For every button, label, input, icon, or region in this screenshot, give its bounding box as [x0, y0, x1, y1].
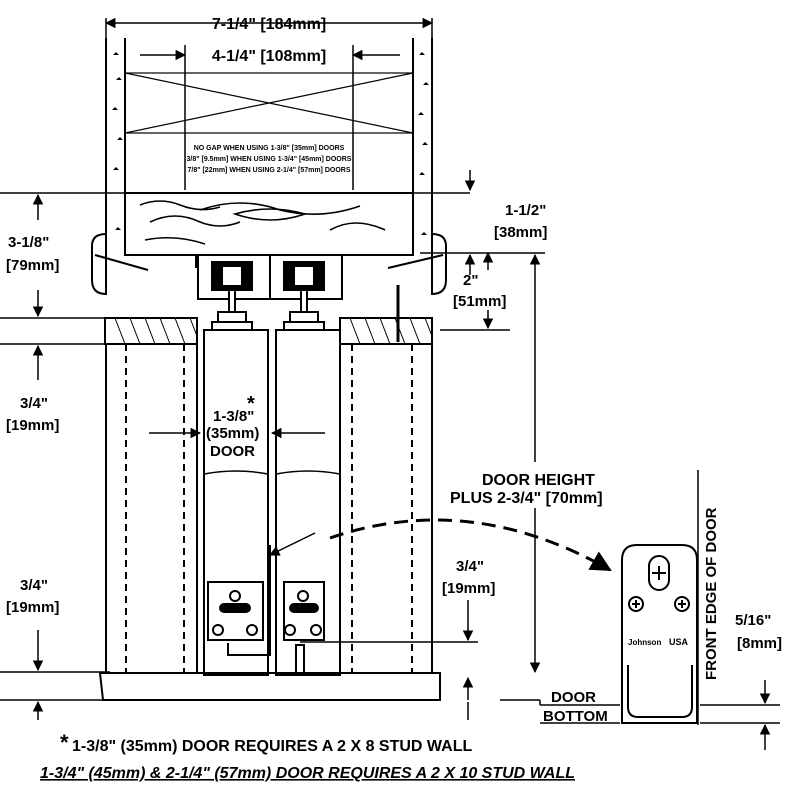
leader-arc: [329, 518, 612, 572]
door-bottom-label-2: BOTTOM: [543, 708, 608, 725]
guide-height-label-a: 3/4": [456, 558, 484, 575]
door-height-label-a: DOOR HEIGHT: [482, 472, 595, 489]
header-height-label-a: 3-1/8": [8, 234, 49, 251]
footnote-line-1: 1-3/8" (35mm) DOOR REQUIRES A 2 X 8 STUD…: [72, 738, 472, 755]
side-trim-right: [387, 232, 447, 296]
guide-height-label-b: [19mm]: [442, 580, 495, 597]
gap-note-1: NO GAP WHEN USING 1-3/8" [35mm] DOORS: [194, 145, 345, 152]
jamb-bottom-label-a: 3/4": [20, 577, 48, 594]
drywall-speckle: [112, 52, 429, 235]
inner-width-label: 4-1/4" [108mm]: [212, 48, 326, 65]
floor-guides: [207, 545, 325, 674]
gap-note-3: 7/8" [22mm] WHEN USING 2-1/4" [57mm] DOO…: [187, 167, 350, 174]
front-edge-label: FRONT EDGE OF DOOR: [703, 507, 720, 680]
doors: [203, 329, 341, 676]
track: [195, 254, 343, 300]
header-lumber: [124, 192, 414, 256]
guide-detail: [621, 544, 698, 724]
outer-width-label: 7-1/4" [184mm]: [212, 16, 326, 33]
side-trim-left: [91, 232, 149, 296]
guide-brand-name: Johnson: [628, 638, 661, 647]
labels: 7-1/4" [184mm] 4-1/4" [108mm] NO GAP WHE…: [6, 16, 782, 782]
door-thickness-asterisk: *: [247, 393, 255, 415]
header-gap-label-b: [38mm]: [494, 224, 547, 241]
header-gap-label-a: 1-1/2": [505, 202, 546, 219]
guide-offset-label-b: [8mm]: [737, 635, 782, 652]
guide-brand-country: USA: [669, 637, 689, 647]
door-thickness-label-2: (35mm): [206, 425, 259, 442]
door-thickness-label-3: DOOR: [210, 443, 255, 460]
header-box: [124, 72, 414, 134]
header-height-label-b: [79mm]: [6, 257, 59, 274]
jamb-top-label-b: [19mm]: [6, 417, 59, 434]
jamb-bottom-label-b: [19mm]: [6, 599, 59, 616]
door-bottom-label-1: DOOR: [551, 689, 596, 706]
gap-note-2: 3/8" [9.5mm] WHEN USING 1-3/4" [45mm] DO…: [187, 156, 352, 163]
floor-slab: [98, 672, 441, 701]
door-height-label-b: PLUS 2-3/4" [70mm]: [450, 490, 603, 507]
footnote-line-2: 1-3/4" (45mm) & 2-1/4" (57mm) DOOR REQUI…: [40, 765, 575, 782]
jamb-top-label-a: 3/4": [20, 395, 48, 412]
footnote-asterisk: *: [60, 730, 69, 755]
hanger-label-b: [51mm]: [453, 293, 506, 310]
door-thickness-label-1: 1-3/8": [213, 408, 254, 425]
jamb-heads: [104, 285, 433, 345]
guide-offset-label-a: 5/16": [735, 612, 771, 629]
hanger-label-a: 2": [463, 272, 478, 289]
